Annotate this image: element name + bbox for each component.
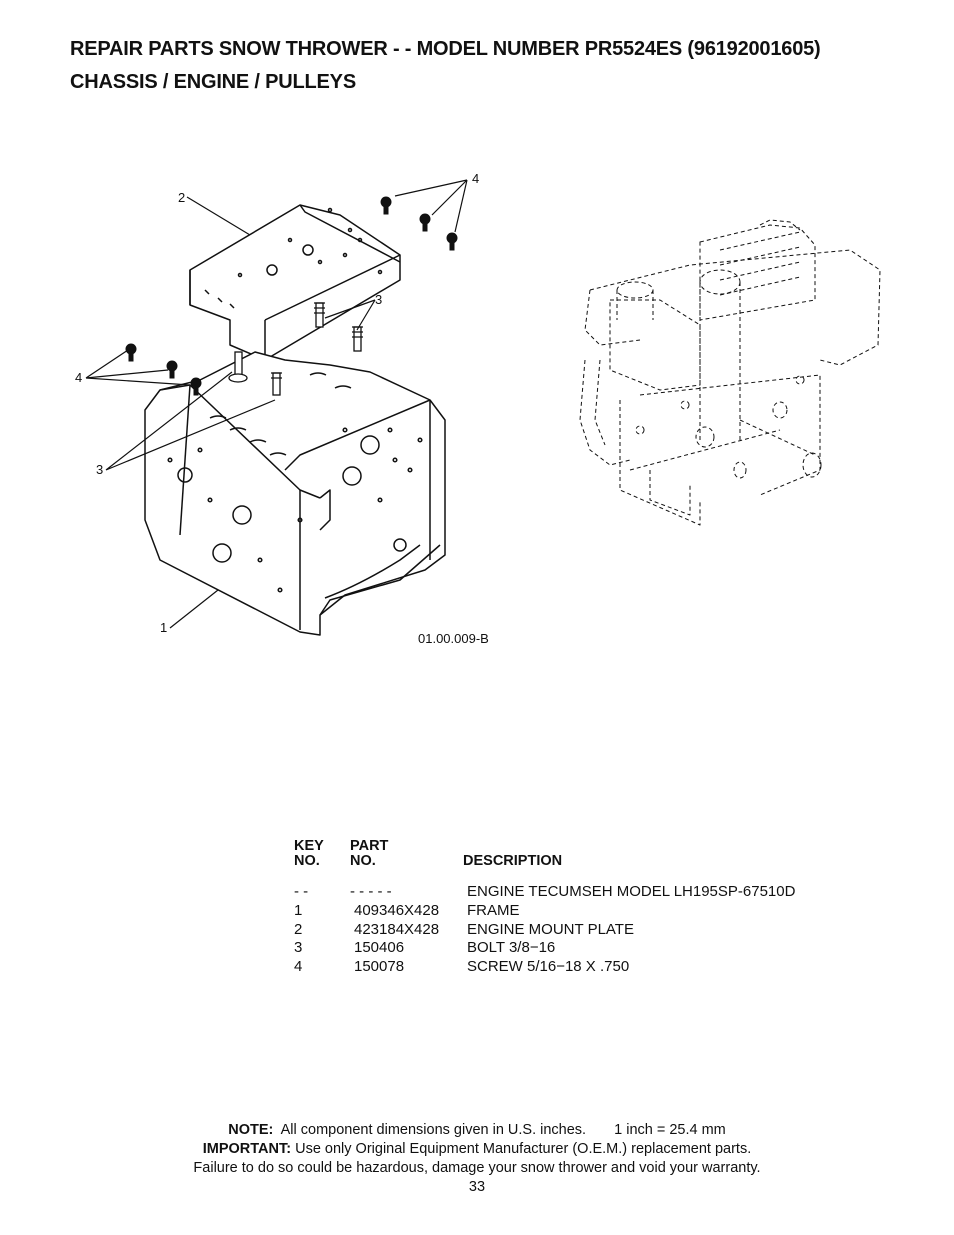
page-subtitle: CHASSIS / ENGINE / PULLEYS — [70, 71, 356, 93]
screws-key-4 — [125, 196, 458, 396]
note-line: NOTE: All component dimensions given in … — [0, 1121, 954, 1140]
footer-notes: NOTE: All component dimensions given in … — [0, 1121, 954, 1197]
callout-3-upper: 3 — [375, 292, 382, 307]
header-key-no: KEY NO. — [294, 838, 324, 869]
note-label: NOTE: — [228, 1122, 274, 1138]
callout-2: 2 — [178, 190, 185, 205]
diagram-code: 01.00.009-B — [418, 631, 489, 646]
callout-1: 1 — [160, 620, 167, 635]
conversion-text: 1 inch = 25.4 mm — [614, 1122, 726, 1138]
parts-diagram: 2 4 3 4 3 1 01.00.009-B — [75, 171, 881, 646]
bolts-key-3 — [228, 302, 363, 396]
header-part-no: PART NO. — [350, 838, 389, 869]
callout-3-lower: 3 — [96, 462, 103, 477]
leader-lines — [85, 179, 468, 629]
engine-mount-plate — [189, 204, 401, 361]
header-description: DESCRIPTION — [463, 853, 563, 869]
important-label: IMPORTANT: — [202, 1141, 292, 1157]
important-text: Use only Original Equipment Manufacturer… — [295, 1141, 752, 1157]
page-number: 33 — [468, 1179, 486, 1195]
warning-line: Failure to do so could be hazardous, dam… — [193, 1160, 761, 1176]
note-text: All component dimensions given in U.S. i… — [280, 1122, 587, 1138]
frame — [144, 351, 446, 636]
engine-outline — [579, 219, 881, 526]
callout-4-upper: 4 — [472, 171, 479, 186]
page-title: REPAIR PARTS SNOW THROWER - - MODEL NUMB… — [70, 38, 821, 60]
callout-4-lower: 4 — [75, 370, 82, 385]
important-line: IMPORTANT: Use only Original Equipment M… — [0, 1140, 954, 1159]
